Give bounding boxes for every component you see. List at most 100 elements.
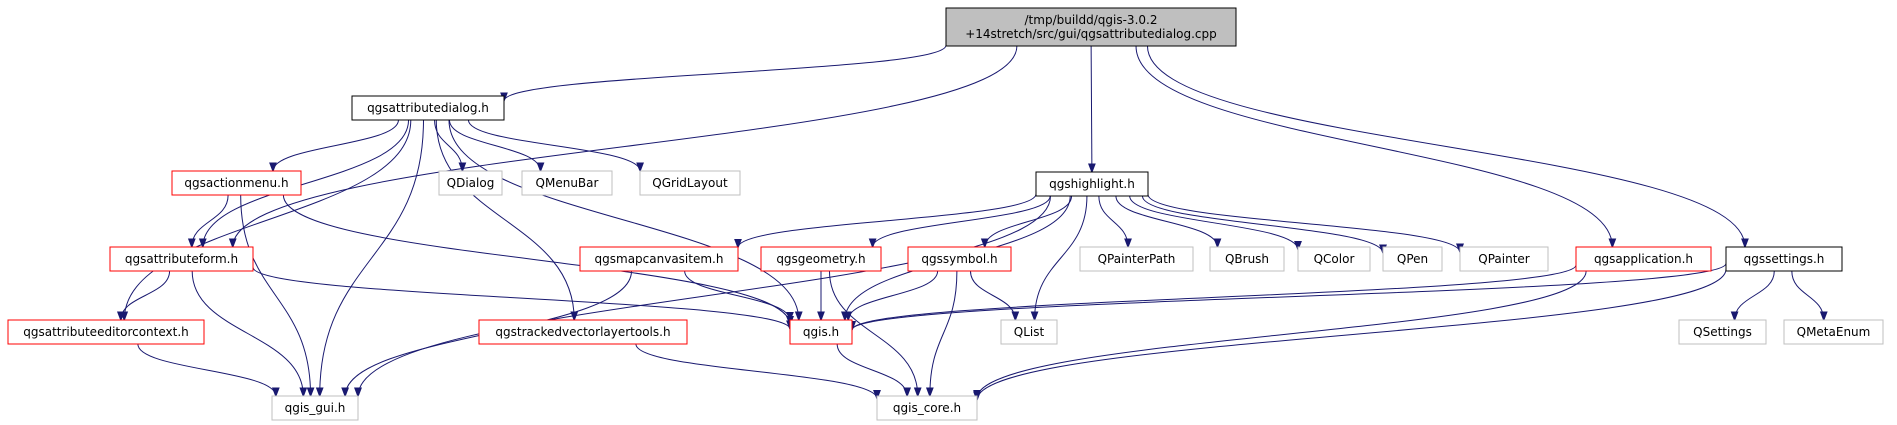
node-QDialog[interactable]: QDialog [438, 170, 503, 196]
edge-qgsattributeform-to-qgsattributeeditorcontext [121, 270, 171, 320]
node-qgssettings[interactable]: qgssettings.h [1725, 246, 1843, 272]
edge-qgssettings-to-qgis [852, 263, 1727, 330]
edge-qgssymbol-to-QList [969, 270, 1015, 320]
node-qgsmapcanvasitem[interactable]: qgsmapcanvasitem.h [579, 246, 739, 272]
node-box-qgsattributedialog [351, 95, 505, 121]
node-box-qgssettings [1725, 246, 1843, 272]
node-label-QPainterPath: QPainterPath [1098, 252, 1176, 266]
node-label-QBrush: QBrush [1225, 252, 1269, 266]
node-box-qgstrackedvectorlayertools [478, 319, 688, 345]
node-label-root: +14stretch/src/gui/qgsattributedialog.cp… [965, 27, 1217, 41]
node-qgssymbol[interactable]: qgssymbol.h [907, 246, 1012, 272]
edge-qgshighlight-to-QBrush [1115, 195, 1218, 247]
edge-qgshighlight-to-qgssymbol [985, 195, 1073, 247]
edge-qgshighlight-to-qgsmapcanvasitem [738, 193, 1037, 247]
node-label-qgssymbol: qgssymbol.h [921, 252, 997, 266]
node-label-qgsgeometry: qgsgeometry.h [776, 252, 865, 266]
node-qgsactionmenu[interactable]: qgsactionmenu.h [171, 170, 302, 196]
node-qgis[interactable]: qgis.h [789, 319, 853, 345]
node-box-QPainter [1459, 246, 1549, 272]
node-qgsgeometry[interactable]: qgsgeometry.h [760, 246, 882, 272]
edge-root-to-qgsattributedialog [504, 45, 947, 101]
node-box-QMenuBar [521, 170, 613, 196]
node-label-qgshighlight: qgshighlight.h [1049, 177, 1135, 191]
edge-qgsattributedialog-to-QGridLayout [467, 119, 640, 171]
node-label-qgsattributedialog: qgsattributedialog.h [367, 101, 489, 115]
node-QPainterPath[interactable]: QPainterPath [1079, 246, 1194, 272]
edge-qgis-to-qgis_core [836, 343, 907, 396]
node-QBrush[interactable]: QBrush [1209, 246, 1285, 272]
node-box-root [945, 7, 1237, 47]
node-box-QDialog [438, 170, 503, 196]
node-box-qgis_gui [271, 395, 359, 421]
node-qgis_core[interactable]: qgis_core.h [876, 395, 978, 421]
node-box-qgsapplication [1575, 246, 1712, 272]
node-label-QMenuBar: QMenuBar [536, 176, 599, 190]
node-qgsapplication[interactable]: qgsapplication.h [1575, 246, 1712, 272]
node-label-qgsattributeform: qgsattributeform.h [125, 252, 238, 266]
edge-qgshighlight-to-QList [1035, 195, 1088, 320]
edge-qgsattributedialog-to-qgstrackedvectorlayertools [435, 119, 574, 320]
node-label-QDialog: QDialog [447, 176, 495, 190]
node-box-qgsattributeform [109, 246, 254, 272]
node-QList[interactable]: QList [1000, 319, 1058, 345]
node-QGridLayout[interactable]: QGridLayout [639, 170, 741, 196]
node-label-qgsattributeeditorcontext: qgsattributeeditorcontext.h [23, 325, 189, 339]
edge-qgsattributedialog-to-QDialog [434, 119, 463, 171]
node-qgsattributeeditorcontext[interactable]: qgsattributeeditorcontext.h [7, 319, 205, 345]
node-QMetaEnum[interactable]: QMetaEnum [1783, 319, 1884, 345]
node-box-qgsactionmenu [171, 170, 302, 196]
node-label-QList: QList [1014, 325, 1045, 339]
node-qgstrackedvectorlayertools[interactable]: qgstrackedvectorlayertools.h [478, 319, 688, 345]
node-box-QPainterPath [1079, 246, 1194, 272]
node-box-qgis_core [876, 395, 978, 421]
node-root[interactable]: /tmp/buildd/qgis-3.0.2+14stretch/src/gui… [945, 7, 1237, 47]
edge-qgssymbol-to-qgis [848, 270, 939, 320]
node-QPen[interactable]: QPen [1382, 246, 1443, 272]
node-box-QList [1000, 319, 1058, 345]
edge-qgsactionmenu-to-qgsattributeform [192, 194, 229, 247]
edge-qgshighlight-to-QColor [1129, 195, 1298, 250]
node-label-QPen: QPen [1397, 252, 1428, 266]
edge-qgshighlight-to-QPainterPath [1098, 195, 1128, 247]
node-qgsattributeform[interactable]: qgsattributeform.h [109, 246, 254, 272]
node-qgshighlight[interactable]: qgshighlight.h [1035, 171, 1149, 197]
edge-qgsattributedialog-to-qgis_gui [320, 119, 424, 396]
node-label-qgsmapcanvasitem: qgsmapcanvasitem.h [595, 252, 724, 266]
node-qgsattributedialog[interactable]: qgsattributedialog.h [351, 95, 505, 121]
node-QPainter[interactable]: QPainter [1459, 246, 1549, 272]
node-label-qgsapplication: qgsapplication.h [1594, 252, 1693, 266]
node-QColor[interactable]: QColor [1297, 246, 1371, 272]
node-box-qgshighlight [1035, 171, 1149, 197]
edge-root-to-qgssettings [1146, 45, 1744, 247]
edge-qgsactionmenu-to-qgis [282, 194, 790, 325]
edge-qgshighlight-to-qgsgeometry [873, 195, 1051, 247]
node-qgis_gui[interactable]: qgis_gui.h [271, 395, 359, 421]
edge-layer [121, 45, 1824, 400]
edge-root-to-qgsattributeform [233, 45, 1018, 247]
node-box-qgsmapcanvasitem [579, 246, 739, 272]
edge-qgssettings-to-qgis_core [977, 269, 1727, 400]
node-label-QPainter: QPainter [1478, 252, 1530, 266]
node-box-QBrush [1209, 246, 1285, 272]
node-QSettings[interactable]: QSettings [1678, 319, 1767, 345]
node-QMenuBar[interactable]: QMenuBar [521, 170, 613, 196]
node-box-qgssymbol [907, 246, 1012, 272]
node-box-QMetaEnum [1783, 319, 1884, 345]
node-box-QGridLayout [639, 170, 741, 196]
edge-qgsattributeform-to-qgis_gui [191, 270, 303, 396]
edge-root-to-qgsapplication [1135, 45, 1612, 247]
node-box-QSettings [1678, 319, 1767, 345]
node-label-QMetaEnum: QMetaEnum [1797, 325, 1871, 339]
edge-qgssettings-to-QSettings [1735, 270, 1775, 320]
node-box-qgis [789, 319, 853, 345]
node-label-qgsactionmenu: qgsactionmenu.h [184, 176, 288, 190]
node-label-root: /tmp/buildd/qgis-3.0.2 [1025, 13, 1158, 27]
edge-qgsgeometry-to-qgis_core [828, 270, 917, 396]
edge-qgshighlight-to-QPen [1141, 195, 1383, 253]
node-box-QPen [1382, 246, 1443, 272]
edge-qgsattributedialog-to-qgis [448, 119, 799, 320]
edge-qgsattributedialog-to-QMenuBar [448, 119, 540, 171]
node-label-QGridLayout: QGridLayout [652, 176, 728, 190]
